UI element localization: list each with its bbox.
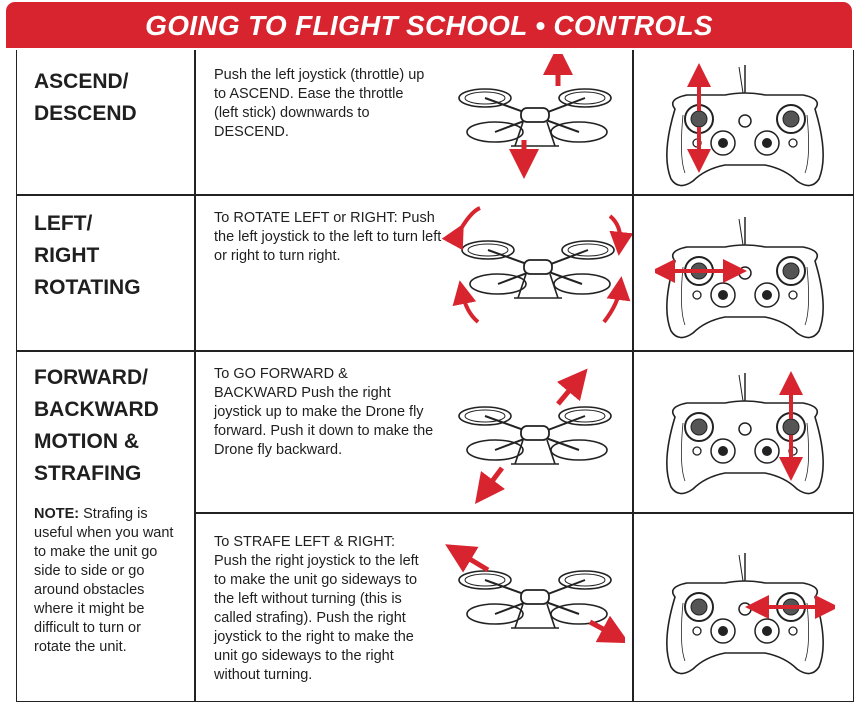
controls-table [16,50,854,702]
heading-rotating: LEFT/ RIGHT ROTATING [34,212,141,299]
row-divider-3 [194,512,854,514]
heading-forward-backward-strafing: FORWARD/ BACKWARD MOTION & STRAFING [34,366,159,485]
title-banner: GOING TO FLIGHT SCHOOL • CONTROLS [6,2,852,48]
controller-left-stick-horizontal-icon [655,216,825,339]
column-divider-2 [632,50,634,702]
controller-right-stick-horizontal-icon [665,552,835,675]
controller-left-stick-vertical-icon [665,63,825,187]
description-strafe: To STRAFE LEFT & RIGHT: Push the right j… [214,534,419,683]
row-divider-2 [16,350,854,352]
column-divider-1 [194,50,196,702]
description-ascend-descend: Push the left joystick (throttle) up to … [214,67,425,140]
description-forward-backward: To GO FORWARD & BACKWARD Push the right … [214,366,434,458]
controller-right-stick-vertical-icon [665,371,825,495]
heading-ascend-descend: ASCEND/ DESCEND [34,70,137,125]
row-divider-1 [16,194,854,196]
note-label: NOTE: [34,506,80,522]
strafing-note: NOTE: Strafing is useful when you want t… [34,506,174,655]
drone-strafe-icon [445,544,625,644]
drone-rotate-icon [441,206,632,324]
drone-ascend-descend-icon [458,54,612,179]
page-title: GOING TO FLIGHT SCHOOL • CONTROLS [145,10,713,41]
drone-forward-backward-icon [458,368,612,504]
description-rotating: To ROTATE LEFT or RIGHT: Push the left j… [214,210,442,264]
